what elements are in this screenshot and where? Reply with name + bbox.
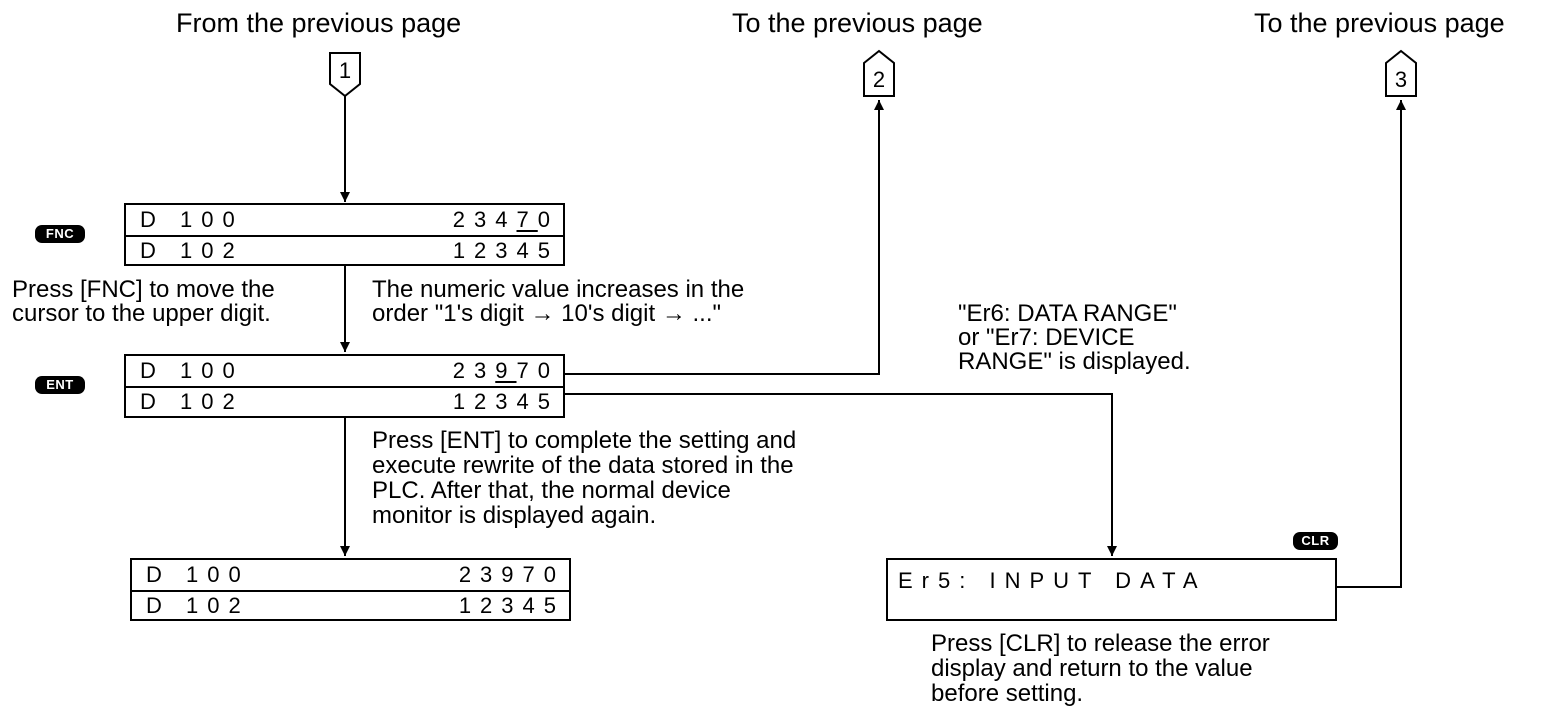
lcd-divider bbox=[126, 386, 563, 388]
lcd-error-display: Er5: INPUT DATA bbox=[886, 558, 1337, 621]
lcd-display-2: D 100 23970 D 102 12345 bbox=[124, 354, 565, 418]
range-note-line-1: "Er6: DATA RANGE" bbox=[958, 300, 1177, 327]
device-label: D 100 bbox=[146, 562, 250, 587]
lcd-display-1-row-1: D 100 23470 bbox=[126, 205, 563, 235]
clr-note-line-2: display and return to the value bbox=[931, 655, 1253, 682]
ent-note-line-4: monitor is displayed again. bbox=[372, 502, 657, 529]
ent-note-line-3: PLC. After that, the normal device bbox=[372, 477, 731, 504]
device-value: 12345 bbox=[452, 389, 559, 414]
range-note-line-3: RANGE" is displayed. bbox=[958, 348, 1191, 375]
lcd-divider bbox=[132, 590, 569, 592]
device-label: D 100 bbox=[140, 207, 244, 232]
device-label: D 102 bbox=[146, 593, 250, 618]
device-value: 12345 bbox=[458, 593, 565, 618]
lcd-divider bbox=[126, 235, 563, 237]
connector-1-shape bbox=[329, 52, 361, 98]
connector-2-shape bbox=[863, 49, 895, 97]
lcd-display-1: D 100 23470 D 102 12345 bbox=[124, 203, 565, 266]
device-value: 23470 bbox=[452, 207, 559, 232]
fnc-key-icon: FNC bbox=[35, 225, 85, 243]
lcd-display-1-row-2: D 102 12345 bbox=[126, 236, 563, 266]
device-value: 12345 bbox=[452, 238, 559, 263]
connector-2-number: 2 bbox=[872, 67, 886, 92]
increase-note-line-1: The numeric value increases in the bbox=[372, 276, 745, 303]
arrow-display2-to-error bbox=[563, 393, 1117, 556]
clr-note-line-1: Press [CLR] to release the error bbox=[931, 630, 1270, 657]
ent-key-icon: ENT bbox=[35, 376, 85, 394]
arrow-error-to-c3 bbox=[1337, 100, 1406, 588]
ent-note-line-2: execute rewrite of the data stored in th… bbox=[372, 452, 794, 479]
connector-2-caption: To the previous page bbox=[732, 8, 983, 38]
error-message: Er5: INPUT DATA bbox=[898, 568, 1207, 593]
increase-note-line-2: order "1's digit → 10's digit → ..." bbox=[372, 300, 722, 327]
device-label: D 102 bbox=[140, 389, 244, 414]
connector-3-caption: To the previous page bbox=[1254, 8, 1505, 38]
cursor-digit: 7 bbox=[516, 207, 538, 232]
connector-1-caption: From the previous page bbox=[176, 8, 462, 38]
connector-3-shape bbox=[1385, 49, 1417, 97]
device-label: D 102 bbox=[140, 238, 244, 263]
connector-1-number: 1 bbox=[338, 58, 352, 83]
clr-key-icon: CLR bbox=[1293, 532, 1338, 550]
clr-note-line-3: before setting. bbox=[931, 680, 1084, 707]
lcd-display-3-row-2: D 102 12345 bbox=[132, 591, 569, 621]
device-value: 23970 bbox=[452, 358, 559, 383]
cursor-digit: 9 bbox=[495, 358, 517, 383]
error-row: Er5: INPUT DATA bbox=[888, 566, 1335, 596]
fnc-note-line-1: Press [FNC] to move the bbox=[12, 276, 275, 303]
lcd-display-2-row-2: D 102 12345 bbox=[126, 387, 563, 417]
lcd-display-3-row-1: D 100 23970 bbox=[132, 560, 569, 590]
connector-3-number: 3 bbox=[1394, 67, 1408, 92]
range-note-line-2: or "Er7: DEVICE bbox=[958, 324, 1135, 351]
ent-note-line-1: Press [ENT] to complete the setting and bbox=[372, 427, 797, 454]
device-value: 23970 bbox=[458, 562, 565, 587]
arrow-display2-to-c2 bbox=[563, 100, 884, 375]
fnc-note-line-2: cursor to the upper digit. bbox=[12, 300, 271, 327]
lcd-display-3: D 100 23970 D 102 12345 bbox=[130, 558, 571, 621]
device-label: D 100 bbox=[140, 358, 244, 383]
lcd-display-2-row-1: D 100 23970 bbox=[126, 356, 563, 386]
